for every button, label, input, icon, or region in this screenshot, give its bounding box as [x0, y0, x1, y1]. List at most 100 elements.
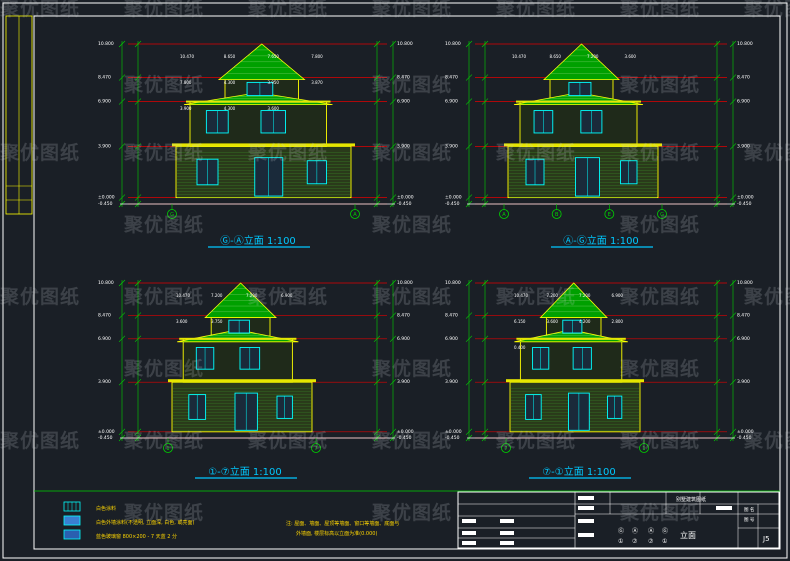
watermark-text: 聚优图纸	[620, 74, 701, 96]
axis-label: G	[660, 212, 664, 218]
level-label-left: ±0.000	[98, 195, 115, 201]
level-label-left: ±0.000	[445, 195, 462, 201]
level-label-left: -0.450	[445, 201, 460, 207]
axis-label: B	[555, 212, 559, 218]
axis-label: A	[502, 212, 506, 218]
dimension-tick	[389, 194, 397, 201]
level-label-left: ±0.000	[98, 429, 115, 435]
title-block: 别墅建筑图纸 图 名 图 号 J5 立面 Ⓖ Ⓐ Ⓐ Ⓖ ① ⑦ ⑦ ①	[457, 491, 780, 549]
level-label-left: ±0.000	[445, 429, 462, 435]
level-label-left: 3.900	[98, 143, 111, 149]
watermark-text: 聚优图纸	[248, 430, 329, 452]
dimension-tick	[118, 279, 126, 287]
level-label-right: ±0.000	[397, 429, 414, 435]
legend: 白色涂料 白色外墙涂料(不透明, 立面深, 白色, 或亮面) 蓝色玻璃窗 800…	[63, 501, 194, 540]
axis-label: 7	[314, 446, 317, 452]
watermark-text: 聚优图纸	[496, 0, 577, 20]
view-title: ⑦-①立面 1:100	[542, 465, 616, 478]
elevation-views: 10.8008.4706.9003.900±0.000-0.45010.8008…	[98, 40, 754, 479]
dimension-tick	[389, 279, 397, 287]
inner-frame	[33, 15, 781, 550]
floor-band	[516, 337, 626, 340]
dimension-tick	[713, 74, 721, 81]
elevation-annotation: 6.150	[514, 319, 526, 324]
dimension-tick	[713, 279, 721, 287]
elevation-annotation: 6.900	[612, 293, 624, 298]
watermark-text: 聚优图纸	[124, 142, 205, 164]
watermark-text: 聚优图纸	[248, 0, 329, 20]
level-label-right: ±0.000	[737, 429, 754, 435]
dimension-tick	[134, 143, 142, 150]
floor-band	[504, 143, 662, 147]
level-label-right: 3.900	[397, 143, 410, 149]
axis-bubble	[499, 209, 509, 219]
axis-bubble	[657, 209, 667, 219]
elevation-annotation: 7.800	[311, 54, 323, 59]
note-line-2: 外墙面, 楼层标高以立面为准(0.000)	[296, 530, 377, 537]
dimension-tick	[118, 194, 126, 201]
level-label-left: 10.800	[445, 280, 461, 286]
elevation-annotation: 3.600	[547, 319, 559, 324]
dimension-tick	[729, 312, 737, 319]
watermark-text: 聚优图纸	[372, 286, 453, 308]
dimension-tick	[373, 74, 381, 81]
drawing-name: 立面	[680, 530, 696, 540]
title-axis-1: Ⓖ	[618, 527, 624, 535]
axis-label: E	[608, 212, 611, 218]
title-axis-8: ①	[662, 538, 667, 545]
axis-label: 1	[642, 446, 645, 452]
level-label-left: 10.800	[98, 280, 114, 286]
axis-bubble	[163, 443, 173, 453]
elevation-annotation: 10.470	[512, 54, 526, 59]
floor-band	[506, 379, 644, 383]
dimension-tick	[465, 378, 473, 386]
level-label-left: 6.900	[98, 336, 111, 342]
dimension-tick	[389, 335, 397, 343]
view-title: Ⓖ-Ⓐ立面 1:100	[220, 234, 296, 247]
dimension-tick	[713, 312, 721, 319]
dimension-tick	[465, 194, 473, 201]
watermark-text: 聚优图纸	[496, 430, 577, 452]
dimension-tick	[481, 428, 489, 436]
axis-bubble	[551, 209, 562, 219]
level-label-left: -0.450	[98, 201, 113, 207]
elevation-annotation: 3.750	[211, 319, 223, 324]
level-label-left: 3.900	[445, 143, 458, 149]
watermark-text: 聚优图纸	[248, 142, 329, 164]
axis-label: 1	[166, 446, 169, 452]
dimension-tick	[118, 378, 126, 386]
elevation-annotation: 10.470	[180, 54, 194, 59]
watermark-text: 聚优图纸	[124, 358, 205, 380]
dimension-tick	[134, 312, 142, 319]
title-axis-list: Ⓖ Ⓐ Ⓐ Ⓖ ① ⑦ ⑦ ①	[618, 527, 668, 545]
watermark-text: 聚优图纸	[620, 430, 701, 452]
level-label-left: 3.900	[98, 379, 111, 385]
general-notes: 注: 屋面、墙面、屋顶等墙面、窗口等墙面、底面与 外墙面, 楼层标高以立面为准(…	[286, 520, 399, 537]
watermark-text: 聚优图纸	[744, 430, 790, 452]
dimension-tick	[134, 98, 142, 105]
title-axis-7: ⑦	[648, 538, 654, 545]
dimension-tick	[713, 40, 721, 48]
title-axis-5: ①	[618, 538, 623, 545]
elevation-annotation: 6.900	[281, 293, 293, 298]
floor-band	[186, 100, 331, 103]
dimension-tick	[389, 98, 397, 105]
level-label-right: -0.450	[397, 435, 412, 441]
watermark-text: 聚优图纸	[372, 430, 453, 452]
elevation-annotation: 3.870	[311, 80, 323, 85]
level-label-right: 3.900	[737, 379, 750, 385]
watermark-text: 聚优图纸	[124, 0, 205, 20]
note-line-1: 注: 屋面、墙面、屋顶等墙面、窗口等墙面、底面与	[286, 520, 399, 527]
elevation-annotation: 3.600	[176, 319, 188, 324]
dimension-tick	[118, 98, 126, 105]
level-label-right: -0.450	[737, 435, 752, 441]
watermark-text: 聚优图纸	[372, 142, 453, 164]
dimension-tick	[118, 74, 126, 81]
dimension-tick	[481, 74, 489, 81]
axis-bubble	[350, 209, 360, 219]
dimension-tick	[465, 428, 473, 436]
dimension-tick	[729, 378, 737, 386]
axis-bubble	[167, 209, 177, 219]
watermark-text: 聚优图纸	[620, 214, 701, 236]
